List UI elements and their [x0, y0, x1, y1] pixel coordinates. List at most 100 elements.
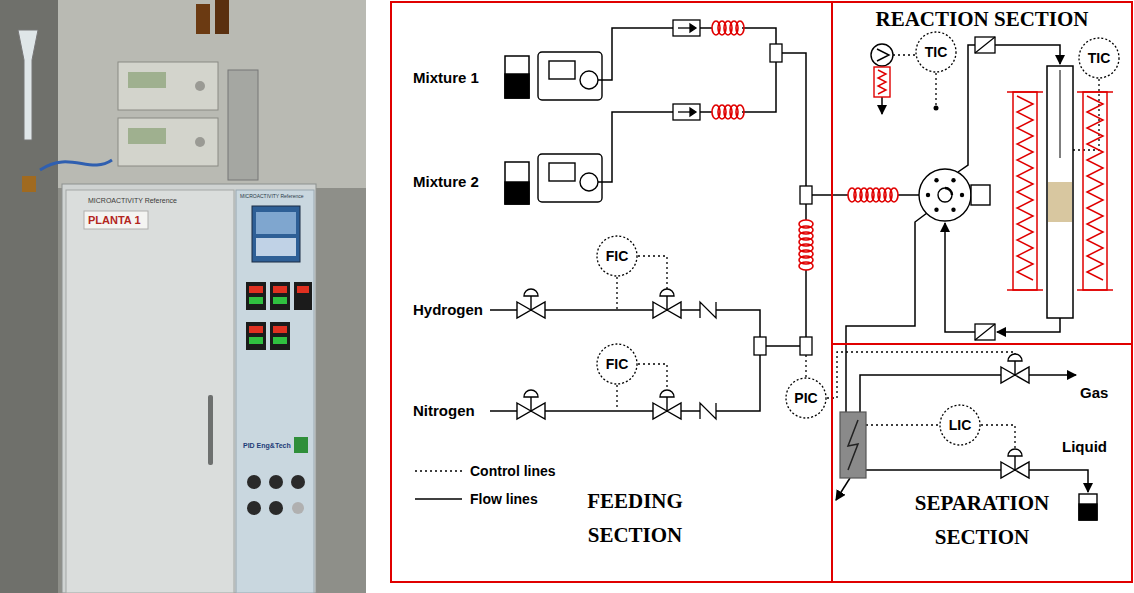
control-line	[981, 425, 1015, 449]
preheater	[874, 67, 890, 97]
control-valve	[530, 296, 531, 310]
instrument-circle: FIC	[596, 235, 638, 277]
line-filter	[975, 37, 995, 340]
flow-line	[545, 410, 653, 412]
equipment-photo	[0, 0, 58, 593]
check-valve	[678, 111, 690, 112]
six-port-valve	[951, 208, 955, 212]
control-valve	[524, 289, 538, 296]
equipment-photo	[270, 322, 290, 350]
heating-coil	[736, 105, 744, 119]
line-filter	[975, 324, 995, 340]
six-port-valve	[951, 178, 955, 182]
legend-text: Flow lines	[470, 491, 538, 507]
photo-label: PLANTA 1	[88, 213, 141, 227]
flow-line	[866, 469, 1001, 471]
control-valve	[1014, 361, 1015, 375]
furnace	[1077, 91, 1113, 93]
check-valve	[678, 27, 690, 28]
control-valve	[666, 397, 667, 411]
equipment-photo	[228, 70, 258, 180]
tee-fitting	[800, 337, 812, 355]
line-filter	[975, 324, 995, 340]
section-title: REACTION SECTION	[876, 2, 1089, 36]
flow-line	[490, 309, 517, 311]
equipment-photo	[66, 190, 234, 593]
flow-line	[598, 112, 673, 182]
check-valve	[673, 20, 700, 36]
flow-line	[681, 309, 700, 311]
feed-tanks	[505, 56, 529, 204]
check-valve	[673, 20, 716, 419]
hplc-pump	[538, 52, 602, 202]
equipment-photo	[84, 211, 148, 229]
hplc-pump	[538, 52, 602, 100]
preheater	[877, 49, 889, 61]
hplc-pump	[549, 61, 575, 79]
flow-line	[782, 53, 806, 186]
flow-line	[700, 111, 712, 113]
stream-label: Gas	[1080, 384, 1108, 402]
six-port-valve	[971, 185, 990, 205]
furnace	[1017, 96, 1033, 280]
equipment-photo	[246, 322, 266, 350]
check-valve	[690, 108, 696, 116]
instrument-outline	[597, 236, 637, 276]
preheater	[871, 44, 893, 97]
control-valve	[524, 390, 538, 397]
control-valve	[1008, 354, 1022, 361]
flow-line	[805, 204, 807, 220]
control-valve	[660, 390, 674, 397]
equipment-photo	[0, 0, 366, 593]
six-port-valve	[919, 169, 990, 221]
stream-label: Mixture 1	[413, 69, 479, 87]
heating-coil	[890, 188, 898, 202]
control-valve	[660, 289, 674, 296]
equipment-photo	[40, 160, 112, 170]
equipment-photo	[273, 286, 287, 293]
instrument-tag: LIC	[949, 417, 972, 433]
equipment-photo	[18, 30, 38, 140]
equipment-photo	[294, 282, 312, 310]
instrument-outline	[940, 405, 980, 445]
flow-line	[860, 375, 1001, 412]
control-line	[415, 55, 1099, 471]
tee-fitting	[800, 186, 812, 204]
equipment-photo	[0, 0, 366, 593]
equipment-photo	[118, 62, 218, 110]
hplc-pump	[580, 71, 598, 89]
flow-line	[742, 28, 776, 44]
flow-line	[1029, 374, 1076, 376]
control-line	[638, 364, 667, 390]
flow-line	[415, 28, 1088, 500]
tee-fitting	[754, 44, 812, 355]
equipment-photo	[252, 206, 300, 262]
section-title: FEEDING SECTION	[560, 484, 710, 552]
equipment-photo	[249, 326, 263, 333]
flow-line	[1029, 470, 1088, 492]
instrument-circle: FIC	[596, 343, 638, 385]
section-title: SEPARATION SECTION	[882, 486, 1082, 554]
feed-tanks	[505, 182, 529, 204]
photo-label: PID Eng&Tech	[243, 441, 291, 450]
flow-line	[812, 194, 848, 196]
equipment-photo	[256, 238, 296, 256]
flow-line	[742, 62, 776, 112]
legend-item: Control lines	[470, 462, 556, 480]
flow-line	[945, 223, 975, 332]
section-panel: FIC FIC PIC FEEDING SECTION	[390, 1, 833, 583]
control-line	[638, 256, 667, 289]
six-port-valve	[934, 178, 938, 182]
equipment-photo	[247, 475, 261, 489]
control-line	[616, 385, 617, 410]
furnace	[1087, 96, 1103, 280]
flow-line	[545, 309, 653, 311]
check-valve	[700, 403, 716, 419]
equipment-photo	[62, 184, 316, 593]
equipment-photo	[249, 337, 263, 344]
equipment-photo	[270, 282, 290, 310]
instrument-tag: PIC	[794, 390, 817, 406]
collection-vessel	[1079, 504, 1097, 520]
equipment-photo	[22, 176, 36, 192]
collection-vessel	[1079, 494, 1097, 520]
